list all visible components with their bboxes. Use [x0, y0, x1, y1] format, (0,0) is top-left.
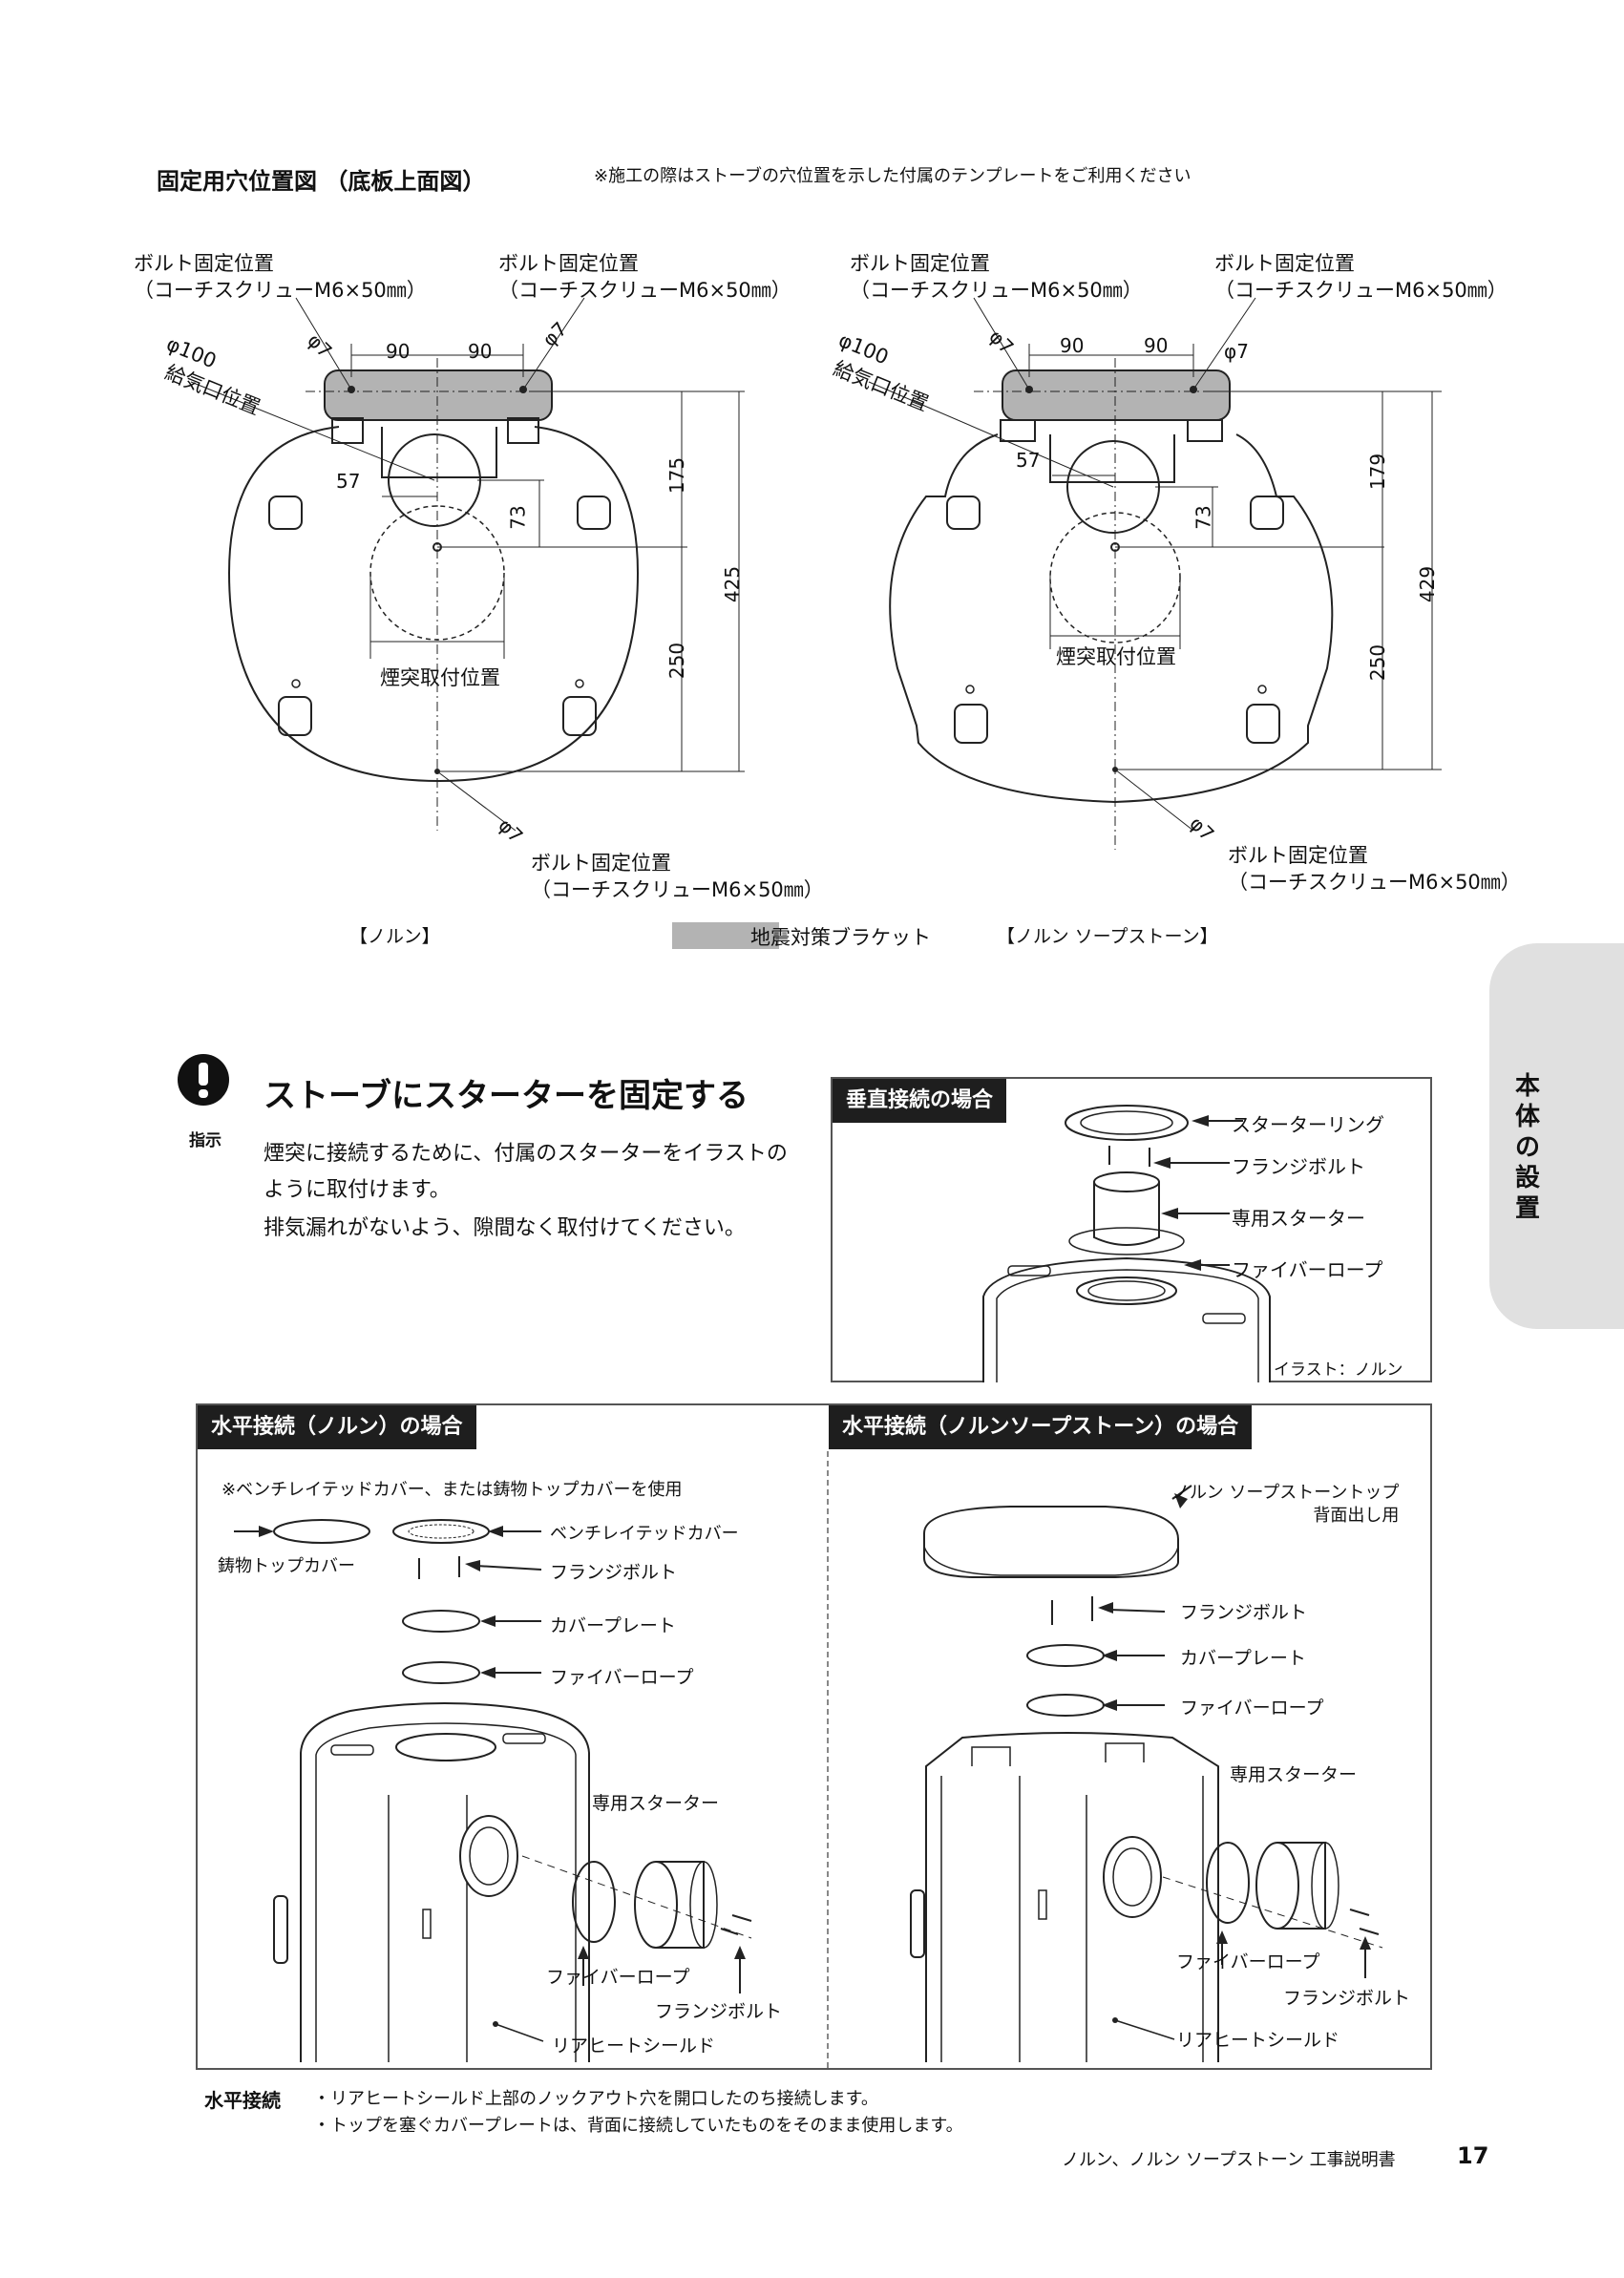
bolt-label-bottom: ボルト固定位置（コーチスクリューM6×50㎜）: [531, 852, 824, 901]
dim-175: 175: [665, 456, 689, 495]
label-soap-fiber-rope: ファイバーロープ: [1180, 1698, 1324, 1719]
starter-text-1: 煙突に接続するために、付属のスターターをイラストの: [264, 1142, 788, 1166]
soap-bolt-label-bottom: ボルト固定位置（コーチスクリューM6×50㎜）: [1228, 844, 1521, 894]
footer-horizontal-label: 水平接続: [204, 2089, 281, 2112]
soapstone-caption: 【ノルン ソープストーン】: [997, 926, 1218, 947]
label-soap-rear-heat-shield: リアヒートシールド: [1176, 2030, 1340, 2051]
dim-73: 73: [506, 505, 530, 530]
vertical-connection-header: 垂直接続の場合: [833, 1079, 1007, 1123]
label-norn-cover-plate: カバープレート: [550, 1615, 676, 1636]
label-norn-fiber-rope: ファイバーロープ: [550, 1667, 694, 1688]
label-norn-starter: 専用スターター: [592, 1793, 720, 1814]
horizontal-norn-header: 水平接続（ノルン）の場合: [198, 1405, 476, 1449]
starter-text-2: ように取付けます。: [264, 1178, 451, 1202]
legend-swatch: [672, 922, 779, 949]
dim-57: 57: [336, 470, 361, 493]
doc-title: ノルン、ノルン ソープストーン 工事説明書: [1062, 2150, 1396, 2170]
illustration-caption: イラスト：ノルン: [1274, 1360, 1403, 1380]
soap-dim-73: 73: [1192, 505, 1215, 530]
label-starter-ring: スターターリング: [1232, 1113, 1384, 1136]
norn-cover-note: ※ベンチレイテッドカバー、または鋳物トップカバーを使用: [221, 1480, 683, 1500]
bolt-label-top-right: ボルト固定位置（コーチスクリューM6×50㎜）: [498, 252, 791, 302]
soap-bolt-label-top-left: ボルト固定位置（コーチスクリューM6×50㎜）: [850, 252, 1143, 302]
page-number: 17: [1457, 2142, 1489, 2169]
soap-dim-57: 57: [1016, 449, 1041, 472]
soap-dim-429: 429: [1416, 565, 1440, 603]
soap-dim-250: 250: [1366, 643, 1390, 682]
label-norn-rear-heat-shield: リアヒートシールド: [552, 2035, 716, 2057]
label-flange-bolt: フランジボルト: [1232, 1155, 1365, 1178]
footer-note-2: ・トップを塞ぐカバープレートは、背面に接続していたものをそのまま使用します。: [313, 2116, 963, 2136]
side-tab-label: 本体の設置: [1514, 1072, 1540, 1223]
dim-425: 425: [721, 565, 745, 603]
soapstone-horizontal-illustration: [910, 1485, 1383, 2062]
starter-text-3: 排気漏れがないよう、隙間なく取付けてください。: [264, 1216, 746, 1240]
horizontal-soapstone-header: 水平接続（ノルンソープストーン）の場合: [829, 1405, 1253, 1449]
label-soap-flange-bolt-2: フランジボルト: [1283, 1988, 1411, 2009]
soap-bolt-label-top-right: ボルト固定位置（コーチスクリューM6×50㎜）: [1214, 252, 1508, 302]
legend-label: 地震対策ブラケット: [750, 926, 931, 949]
norn-diagram-graphic: [190, 297, 745, 832]
section-title: 固定用穴位置図 （底板上面図）: [157, 168, 486, 195]
chimney-position-label: 煙突取付位置: [380, 666, 500, 689]
label-dedicated-starter: 専用スターター: [1232, 1207, 1365, 1230]
norn-horizontal-illustration: [234, 1519, 752, 2062]
dim-250: 250: [665, 642, 689, 680]
soapstone-base-plate-diagram: [812, 0, 1624, 955]
dim-90-right: 90: [468, 340, 493, 363]
label-norn-fiber-rope-2: ファイバーロープ: [546, 1967, 690, 1988]
label-norn-flange-bolt-2: フランジボルト: [655, 2001, 783, 2022]
label-soap-fiber-rope-2: ファイバーロープ: [1176, 1951, 1320, 1972]
norn-base-plate-diagram: [0, 0, 812, 955]
label-vented-cover: ベンチレイテッドカバー: [550, 1524, 739, 1544]
label-soapstone-top: ノルン ソープストーントップ背面出し用: [1172, 1483, 1400, 1526]
side-tab: [1489, 943, 1624, 1329]
soap-phi7-label-right: φ7: [1224, 340, 1249, 363]
label-norn-flange-bolt: フランジボルト: [550, 1562, 678, 1583]
label-cast-top-cover: 鋳物トップカバー: [218, 1556, 355, 1576]
instruction-icon: [178, 1054, 229, 1106]
label-soap-starter: 専用スターター: [1230, 1764, 1358, 1785]
horizontal-divider: [827, 1451, 829, 2068]
instruction-label: 指示: [189, 1131, 221, 1150]
bolt-label-top-left: ボルト固定位置（コーチスクリューM6×50㎜）: [134, 252, 427, 302]
norn-caption: 【ノルン】: [349, 926, 440, 947]
label-fiber-rope: ファイバーロープ: [1232, 1258, 1383, 1281]
label-soap-flange-bolt: フランジボルト: [1180, 1602, 1308, 1623]
soap-dim-90-right: 90: [1144, 334, 1169, 357]
soap-dim-90-left: 90: [1060, 334, 1085, 357]
vertical-connection-illustration: [982, 1105, 1271, 1382]
template-note: ※施工の際はストーブの穴位置を示した付属のテンプレートをご利用ください: [594, 166, 1192, 186]
horizontal-connection-box: [196, 1403, 1432, 2070]
label-soap-cover-plate: カバープレート: [1180, 1648, 1306, 1669]
soapstone-diagram-graphic: [868, 297, 1442, 850]
dim-90-left: 90: [386, 340, 411, 363]
soap-dim-179: 179: [1366, 453, 1390, 491]
soap-chimney-position-label: 煙突取付位置: [1056, 645, 1176, 668]
starter-heading: ストーブにスターターを固定する: [264, 1077, 749, 1115]
footer-note-1: ・リアヒートシールド上部のノックアウト穴を開口したのち接続します。: [313, 2089, 878, 2109]
